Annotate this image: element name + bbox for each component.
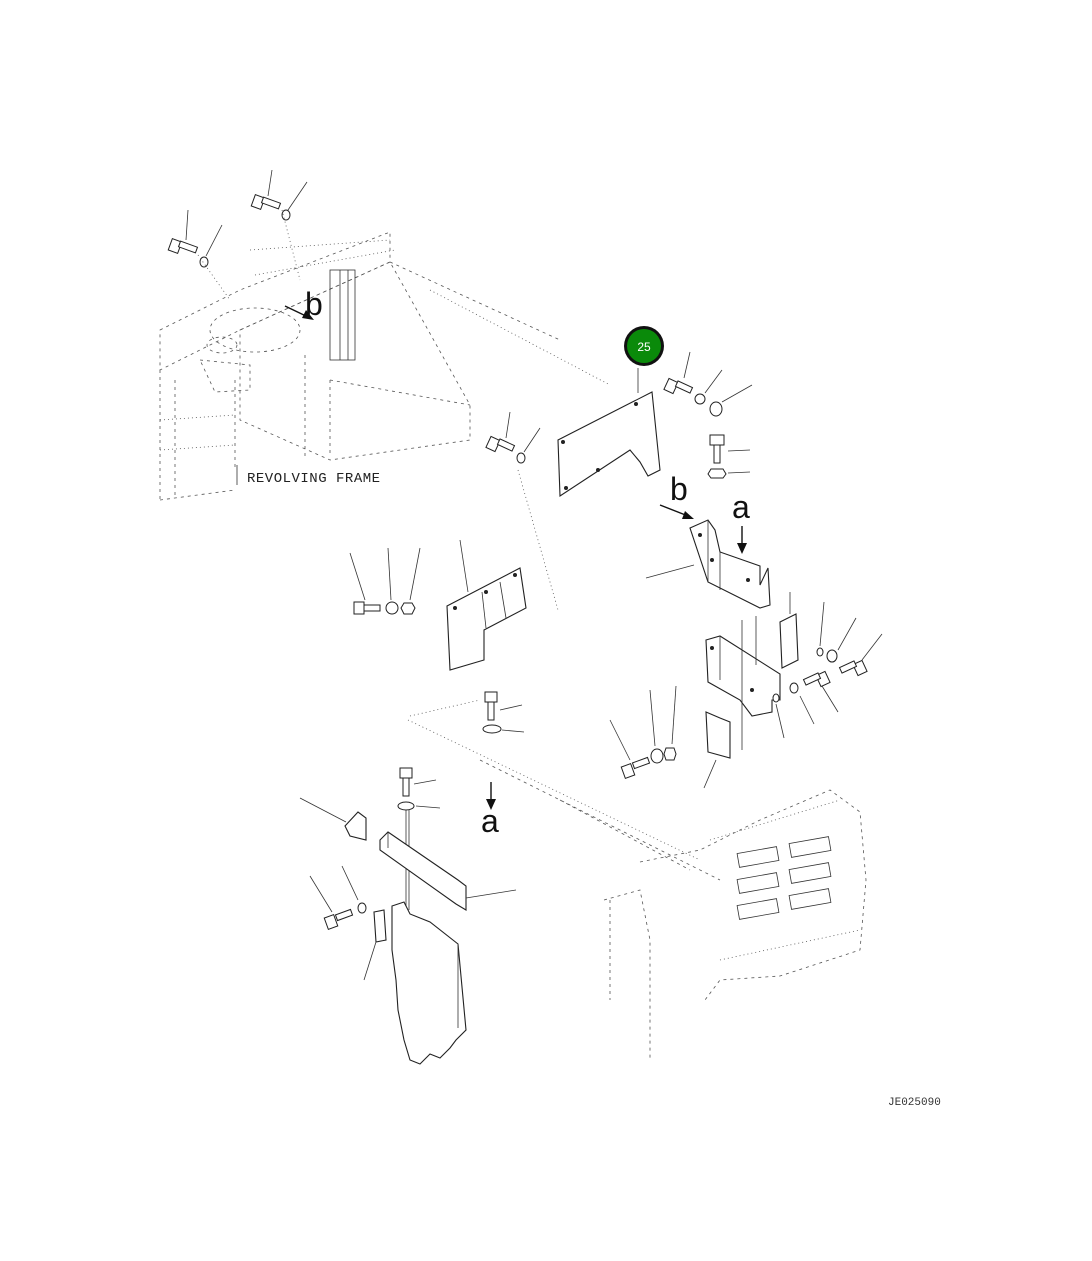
revolving-frame-label: REVOLVING FRAME <box>247 471 381 487</box>
callout-a-right: a <box>732 489 750 554</box>
callout-b-right: b <box>659 471 694 519</box>
cover-plate-25 <box>557 368 661 497</box>
bolt-vertical-set-lower-center <box>397 691 525 910</box>
bolt-washer-set-right-lower <box>772 601 883 739</box>
callout-badge-number: 25 <box>637 340 651 354</box>
bolt-washer-set-middle-lower <box>609 685 731 789</box>
callout-a-lower-label: a <box>481 803 499 839</box>
callout-badge-25: 25 <box>624 326 664 366</box>
callout-b-right-label: b <box>670 471 688 507</box>
lower-left-cover-parts <box>299 797 517 1065</box>
revolving-frame-assembly <box>159 231 611 501</box>
callout-b-upper-label: b <box>305 286 323 322</box>
drawing-code: JE025090 <box>888 1097 941 1109</box>
cover-plate-left-middle <box>446 539 527 671</box>
revolving-frame-label-group: REVOLVING FRAME <box>236 465 381 487</box>
callout-b-upper: b <box>284 286 323 322</box>
bolt-washer-set-top-left <box>167 169 308 301</box>
bolt-washer-set-left-middle <box>349 547 421 615</box>
bracket-right-lower <box>705 592 799 750</box>
side-bracket-right <box>645 519 771 609</box>
callout-a-right-label: a <box>732 489 750 525</box>
callout-a-lower: a <box>481 782 499 839</box>
bolt-washer-set-right-upper <box>663 351 753 479</box>
bolt-washer-set-center <box>485 411 559 611</box>
machine-body-lower-right <box>407 699 867 1060</box>
